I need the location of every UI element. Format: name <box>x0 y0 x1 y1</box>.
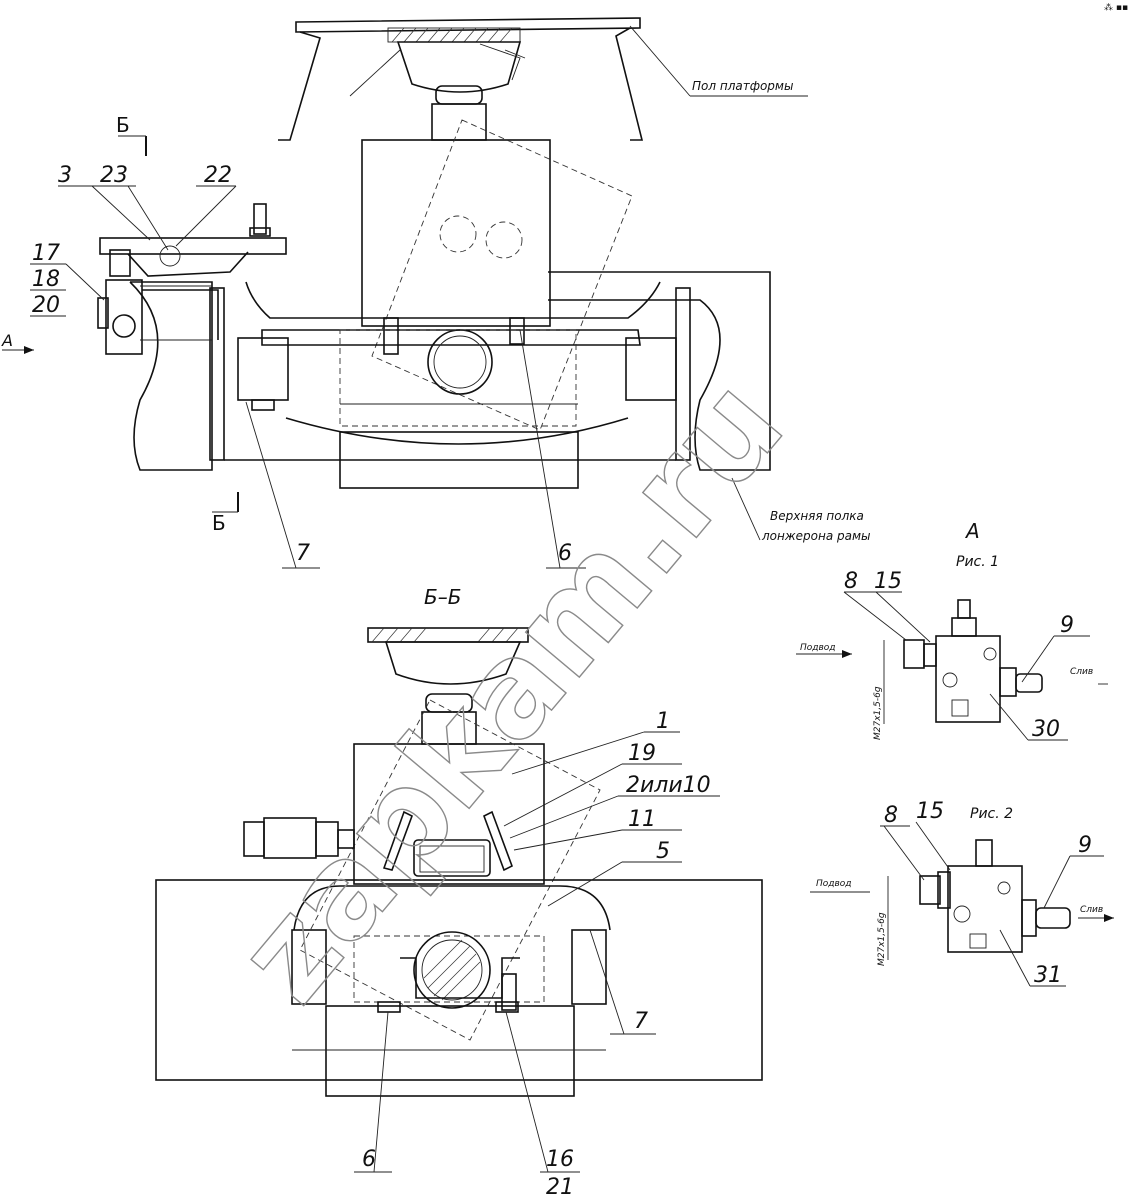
callout-8-fig1: 8 <box>844 569 858 594</box>
callout-23: 23 <box>100 163 128 188</box>
watermark: zapkam.ru <box>210 352 813 1030</box>
callout-9-fig1: 9 <box>1060 613 1074 638</box>
callout-16: 16 <box>546 1147 574 1172</box>
callout-31: 31 <box>1034 963 1062 988</box>
section-view: Б–Б <box>155 585 763 1200</box>
supply-label-fig2: Подвод <box>816 879 852 889</box>
thread-label-fig2: М27х1,5-6g <box>877 912 887 966</box>
callout-8-fig2: 8 <box>884 803 898 828</box>
note-frame-flange-1: Верхняя полка <box>770 509 864 523</box>
callout-1: 1 <box>656 709 670 734</box>
callout-3: 3 <box>58 163 72 188</box>
fig1-title: Рис. 1 <box>956 554 999 570</box>
callout-15-fig1: 15 <box>874 569 902 594</box>
supply-label-fig1: Подвод <box>800 643 836 653</box>
drain-label-fig1: Слив <box>1070 667 1093 677</box>
section-mark-bottom: Б <box>212 511 226 535</box>
drain-label-fig2: Слив <box>1080 905 1103 915</box>
note-platform-floor: Пол платформы <box>692 79 793 93</box>
callout-9-fig2: 9 <box>1078 833 1092 858</box>
callout-17: 17 <box>32 241 60 266</box>
callout-21: 21 <box>546 1175 574 1200</box>
view-a-title: А <box>964 519 980 543</box>
callout-2-or-10: 2или10 <box>626 773 711 798</box>
callout-11: 11 <box>628 807 656 832</box>
callout-5: 5 <box>656 839 670 864</box>
note-frame-flange-2: лонжерона рамы <box>761 529 871 543</box>
view-a-fig1: А Рис. 1 Подвод Слив М27х1,5-6g 8 15 9 3… <box>796 519 1108 742</box>
callout-20: 20 <box>32 293 60 318</box>
callout-7-section: 7 <box>634 1009 648 1034</box>
corner-mark: ⁂ ▪▪▪ <box>1104 2 1128 13</box>
view-arrow-label: А <box>1 331 13 350</box>
callout-30: 30 <box>1032 717 1060 742</box>
callout-15-fig2: 15 <box>916 799 944 824</box>
callout-6-top: 6 <box>558 541 572 566</box>
callout-7-top: 7 <box>296 541 310 566</box>
callout-22: 22 <box>204 163 232 188</box>
section-title: Б–Б <box>424 585 461 609</box>
top-view: Пол платформы <box>1 17 871 569</box>
section-mark-top: Б <box>116 113 130 137</box>
view-a-fig2: Рис. 2 Подвод Слив М27х1,5-6g 8 15 9 31 <box>810 799 1114 988</box>
callout-19: 19 <box>628 741 656 766</box>
fig2-title: Рис. 2 <box>970 806 1013 822</box>
callout-6-section: 6 <box>362 1147 376 1172</box>
callout-18: 18 <box>32 267 60 292</box>
thread-label-fig1: М27х1,5-6g <box>873 686 883 740</box>
